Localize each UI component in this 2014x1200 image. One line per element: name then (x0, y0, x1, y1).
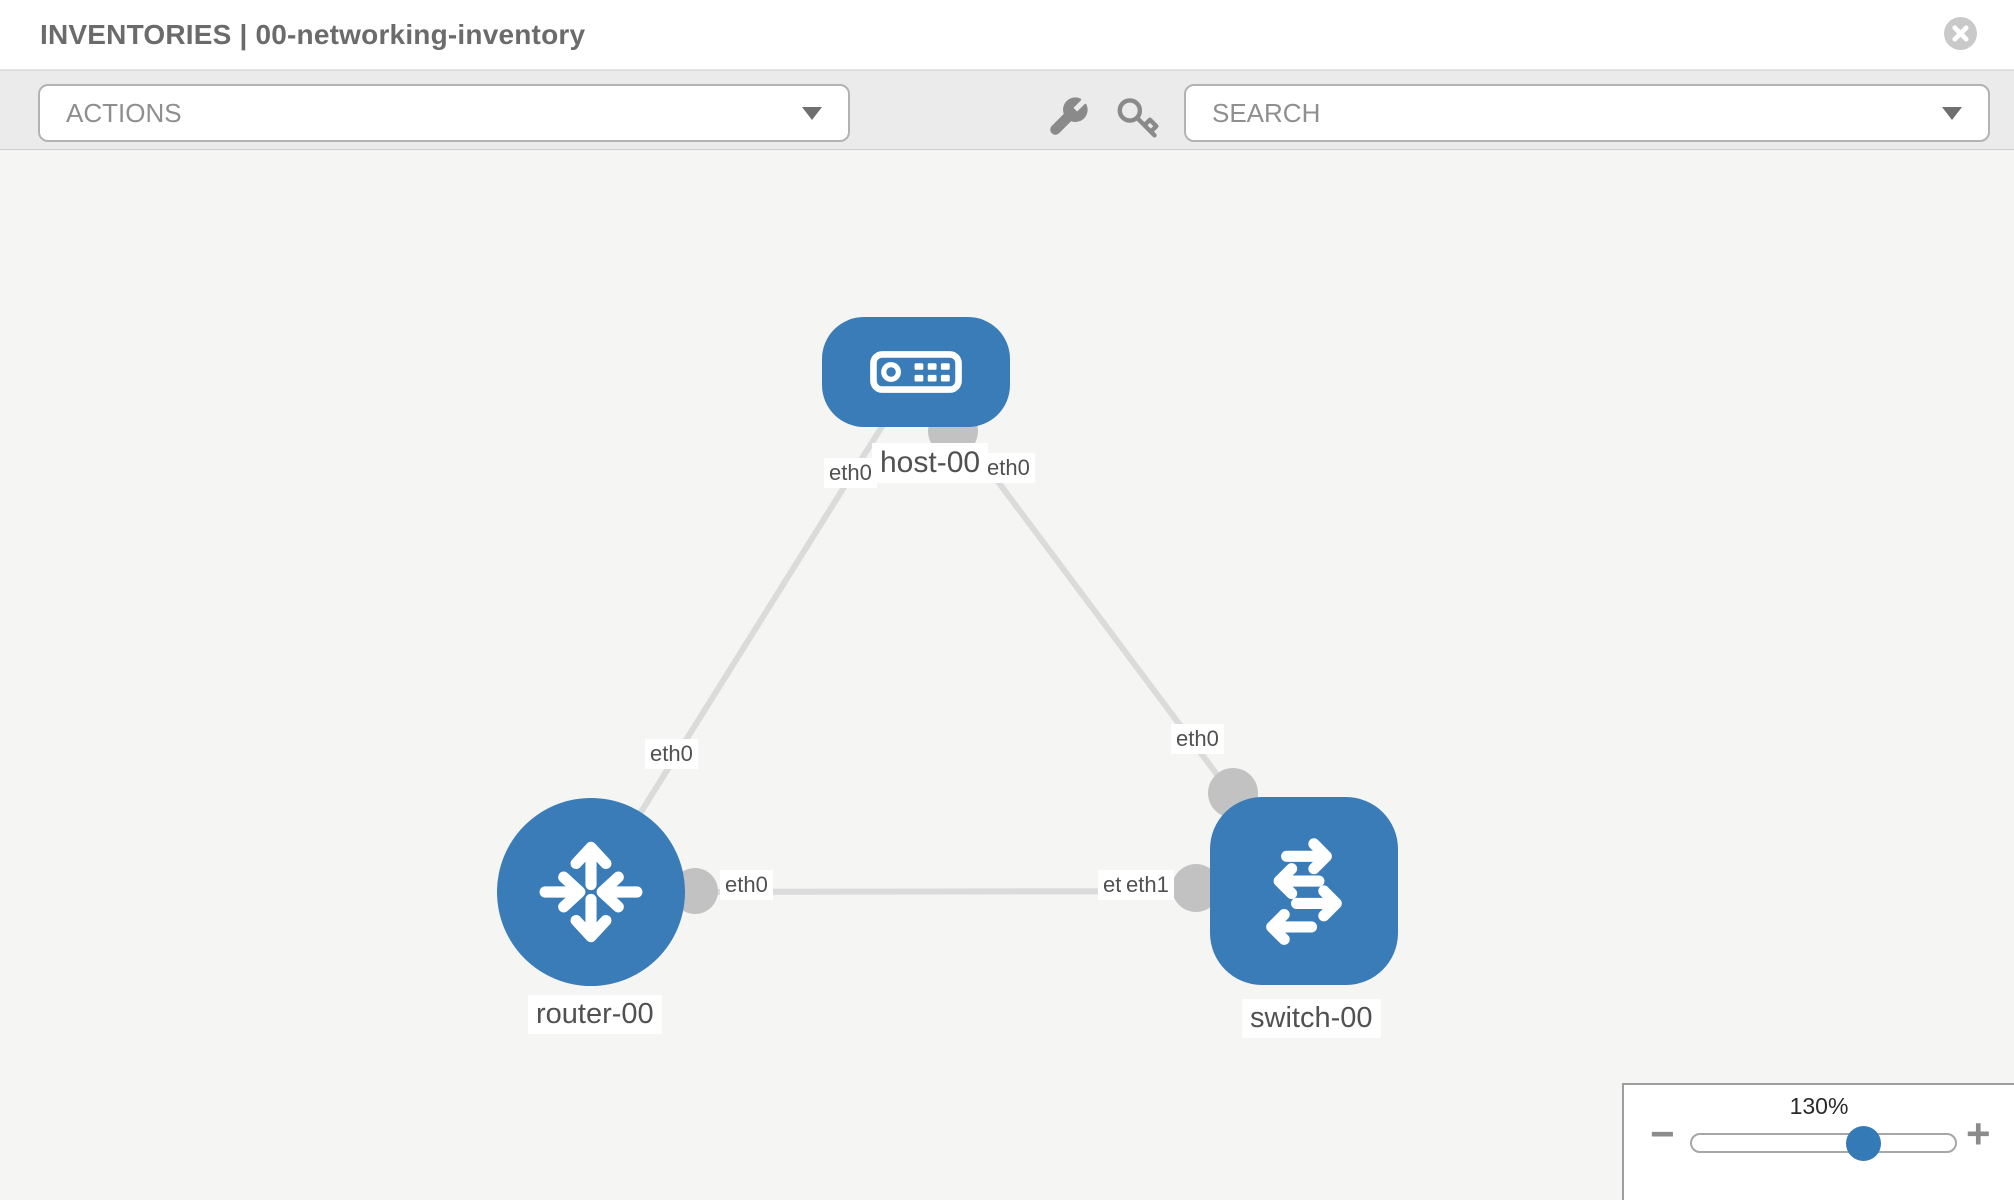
node-host-00[interactable] (822, 317, 1010, 427)
router-icon (539, 841, 643, 943)
node-switch-00[interactable] (1210, 797, 1398, 985)
switch-icon (1266, 838, 1342, 945)
interface-connector-switch-left[interactable] (1172, 864, 1220, 912)
node-label-host: host-00 (872, 443, 989, 483)
chevron-down-icon (1942, 106, 1962, 120)
interface-label-host-eth0-right: eth0 (982, 453, 1035, 483)
search-placeholder: SEARCH (1212, 97, 1321, 128)
node-router-00[interactable] (497, 798, 685, 986)
page-title: INVENTORIES | 00-networking-inventory (40, 18, 586, 50)
zoom-in-button[interactable]: + (1966, 1110, 1991, 1157)
credentials-key-button[interactable] (1116, 95, 1160, 139)
host-icon (870, 351, 962, 393)
interface-label-host-eth0-left: eth0 (824, 458, 877, 488)
node-label-switch: switch-00 (1242, 999, 1381, 1038)
zoom-out-button[interactable]: − (1650, 1110, 1675, 1157)
topology-edges-layer (588, 370, 1307, 914)
node-label-router: router-00 (528, 995, 662, 1034)
interface-label-router-eth0-top: eth0 (645, 739, 698, 769)
interface-label-switch-eth0-top: eth0 (1171, 724, 1224, 754)
zoom-slider-track[interactable] (1690, 1133, 1957, 1153)
search-dropdown[interactable]: SEARCH (1184, 84, 1990, 142)
zoom-slider-thumb[interactable] (1846, 1126, 1881, 1161)
wrench-icon (1050, 97, 1088, 135)
toolbar: ACTIONS SEARCH (0, 70, 2014, 150)
topology-canvas[interactable]: host-00 router-00 switch-00 eth0 eth0 et… (0, 150, 2014, 1200)
actions-dropdown[interactable]: ACTIONS (38, 84, 850, 142)
zoom-level-value: 130% (1789, 1093, 1849, 1119)
chevron-down-icon (802, 106, 822, 120)
window-header: INVENTORIES | 00-networking-inventory (0, 0, 2014, 70)
configure-wrench-button[interactable] (1046, 95, 1090, 139)
key-icon (1117, 98, 1159, 138)
zoom-control-panel: 130% − + (1622, 1083, 2014, 1200)
close-icon (1952, 25, 1969, 42)
interface-label-router-eth0-right: eth0 (720, 870, 773, 900)
interface-label-switch-eth1-front: eth1 (1121, 870, 1174, 900)
actions-dropdown-label: ACTIONS (66, 97, 182, 128)
close-button[interactable] (1944, 17, 1977, 50)
